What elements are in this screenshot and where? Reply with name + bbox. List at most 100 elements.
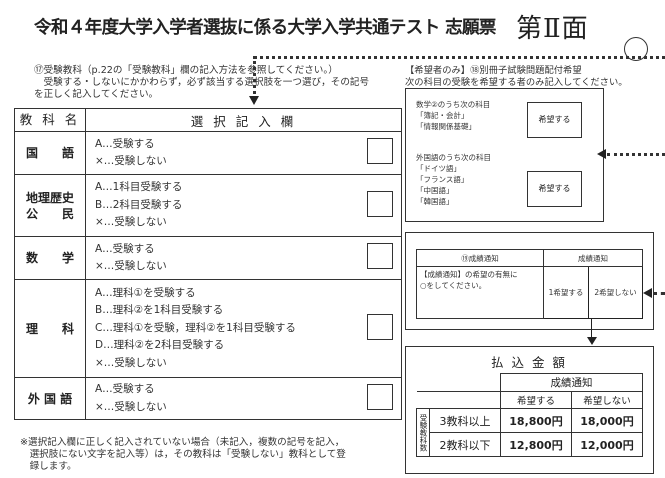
options-list: A…受験する ×…受験しない [85,131,359,175]
booklet-note-line-2: 次の科目の受験を希望する者のみ記入してください。 [405,77,628,88]
option-x: ×…受験しない [95,400,167,413]
wish-box-language[interactable]: 希望する [527,171,582,207]
results-option-no[interactable]: 2希望しない [588,266,643,319]
arrow-down-icon [587,337,597,345]
math-group-title: 数学②のうち次の科目 [416,100,491,109]
results-section-box [405,232,654,330]
answer-box-math[interactable] [367,243,393,269]
answer-cell [359,174,402,237]
results-body-row: 【成績通知】の希望の有無に ○をしてください。 1希望する 2希望しない [416,266,643,319]
math-subject-1: 「簿記・会計」 [416,111,469,120]
option-a: A…受験する [95,137,155,150]
fee-title: 払 込 金 額 [491,355,567,370]
fee-row-label: 受験教科数 [416,408,430,457]
instructions-line-2: 受験する・しないにかかわらず，必ず該当する選択肢を一つ選び，その記号 [34,77,370,88]
table-row-geo-history-civics: 地理歴史 公 民 A…1科目受験する B…2科目受験する ×…受験しない [14,174,402,237]
results-notification-table: ⑲成績通知 成績通知 【成績通知】の希望の有無に ○をしてください。 1希望する… [416,249,643,319]
lang-subject-3: 「中国語」 [416,186,454,195]
results-heading: ⑲成績通知 [416,249,544,267]
dotted-connector-booklet [607,153,665,156]
math-subject-2: 「情報関係基礎」 [416,122,476,131]
option-d: D…理科②を2科目受験する [95,339,225,352]
page-face-label: 第Ⅱ面 [516,14,589,44]
footnote-line-2: 選択肢にない文字を記入等）は，その教科は「受験しない」教科として登 [20,449,346,460]
option-b: B…理科②を1科目受験する [95,304,224,317]
answer-cell [359,279,402,378]
fee-3plus-yes: 18,800円 [500,408,572,433]
language-subject-group: 外国語のうち次の科目 「ドイツ語」 「フランス語」 「中国語」 「韓国語」 [416,152,491,207]
fee-section-box [405,346,654,474]
results-instruction-line-2: ○をしてください。 [420,281,487,290]
subject-selection-table: 教 科 名 選 択 記 入 欄 国 語 A…受験する ×…受験しない 地理歴史 … [14,108,402,420]
lang-subject-4: 「韓国語」 [416,197,454,206]
table-row-science: 理 科 A…理科①を受験する B…理科②を1科目受験する C…理科①を受験，理科… [14,279,402,378]
option-x: ×…受験しない [95,155,167,167]
fee-header-row-1: 成績通知 [416,373,643,392]
dotted-connector-top [254,56,665,59]
subject-name: 理 科 [14,279,86,378]
instructions-note: ⑰受験教科（p.22の「受験教科」欄の記入方法を参照してください。） 受験する・… [34,65,369,101]
option-a: A…1科目受験する [95,181,183,194]
results-instruction: 【成績通知】の希望の有無に ○をしてください。 [416,266,544,319]
dotted-connector-vertical [253,56,256,94]
fee-2minus-no: 12,000円 [571,432,643,457]
option-x: ×…受験しない [95,356,167,369]
table-row-japanese: 国 語 A…受験する ×…受験しない [14,131,402,175]
wish-box-label: 希望する [538,184,571,193]
lang-group-title: 外国語のうち次の科目 [416,153,491,162]
table-row-math: 数 学 A…受験する ×…受験しない [14,236,402,280]
results-header-row: ⑲成績通知 成績通知 [416,249,643,267]
options-list: A…理科①を受験する B…理科②を1科目受験する C…理科①を受験，理科②を1科… [85,279,359,378]
results-column-heading: 成績通知 [543,249,643,267]
math-subject-group: 数学②のうち次の科目 「簿記・会計」 「情報関係基礎」 [416,99,490,132]
results-option-yes[interactable]: 1希望する [542,266,590,319]
lang-subject-2: 「フランス語」 [416,175,469,184]
wish-box-label: 希望する [538,115,571,124]
footnote-line-3: 録します。 [20,461,77,472]
footnote-line-1: ※選択記入欄に正しく記入されていない場合（未記入，複数の記号を記入， [20,437,345,448]
arrow-left-icon [597,149,606,159]
option-x: ×…受験しない [95,216,167,229]
answer-box-japanese[interactable] [367,138,393,164]
instructions-line-1: ⑰受験教科（p.22の「受験教科」欄の記入方法を参照してください。） [34,65,338,76]
table-header-row: 教 科 名 選 択 記 入 欄 [14,108,402,132]
subject-line-1: 地理歴史 [25,190,74,205]
fee-blank-cell [416,391,501,409]
table-row-foreign-language: 外 国 語 A…受験する ×…受験しない [14,377,402,420]
page-title: 令和４年度大学入学者選抜に係る大学入学共通テスト 志願票 [34,18,496,38]
instructions-line-3: を正しく記入してください。 [34,89,159,100]
answer-cell [359,131,402,175]
dotted-connector-results [653,292,665,295]
arrow-left-icon [643,288,652,298]
fee-label-3plus: 3教科以上 [429,408,501,433]
fee-header-row-2: 希望する 希望しない [416,391,643,409]
subject-name: 数 学 [14,236,86,280]
answer-cell [359,236,402,280]
subject-name: 国 語 [14,131,86,175]
wish-box-math[interactable]: 希望する [527,102,582,138]
answer-box-foreign-language[interactable] [367,383,393,410]
answer-cell [359,377,402,420]
option-a: A…受験する [95,383,155,395]
results-instruction-line-1: 【成績通知】の希望の有無に [420,270,518,279]
circle-mark [624,37,648,61]
answer-box-geo-history[interactable] [367,190,393,217]
booklet-request-note: 【希望者のみ】⑱別冊子試験問題配付希望 次の科目の受験を希望する者のみ記入してく… [405,65,628,89]
booklet-request-box: 数学②のうち次の科目 「簿記・会計」 「情報関係基礎」 希望する 外国語のうち次… [405,88,604,222]
fee-3plus-no: 18,000円 [571,408,643,433]
options-list: A…1科目受験する B…2科目受験する ×…受験しない [85,174,359,237]
subject-name: 外 国 語 [14,377,86,420]
option-x: ×…受験しない [95,260,167,272]
lang-subject-1: 「ドイツ語」 [416,164,461,173]
options-list: A…受験する ×…受験しない [85,236,359,280]
option-a: A…受験する [95,242,155,255]
option-b: B…2科目受験する [95,198,183,211]
fee-col-yes: 希望する [500,391,572,409]
booklet-note-line-1: 【希望者のみ】⑱別冊子試験問題配付希望 [405,65,582,76]
subject-line-2: 公 民 [25,206,74,221]
option-c: C…理科①を受験，理科②を1科目受験する [95,321,296,334]
arrow-down-icon [249,96,259,105]
answer-box-science[interactable] [367,313,393,340]
subject-name: 地理歴史 公 民 [14,174,86,237]
fee-row-3plus: 受験教科数 3教科以上 18,800円 18,000円 [416,408,643,457]
